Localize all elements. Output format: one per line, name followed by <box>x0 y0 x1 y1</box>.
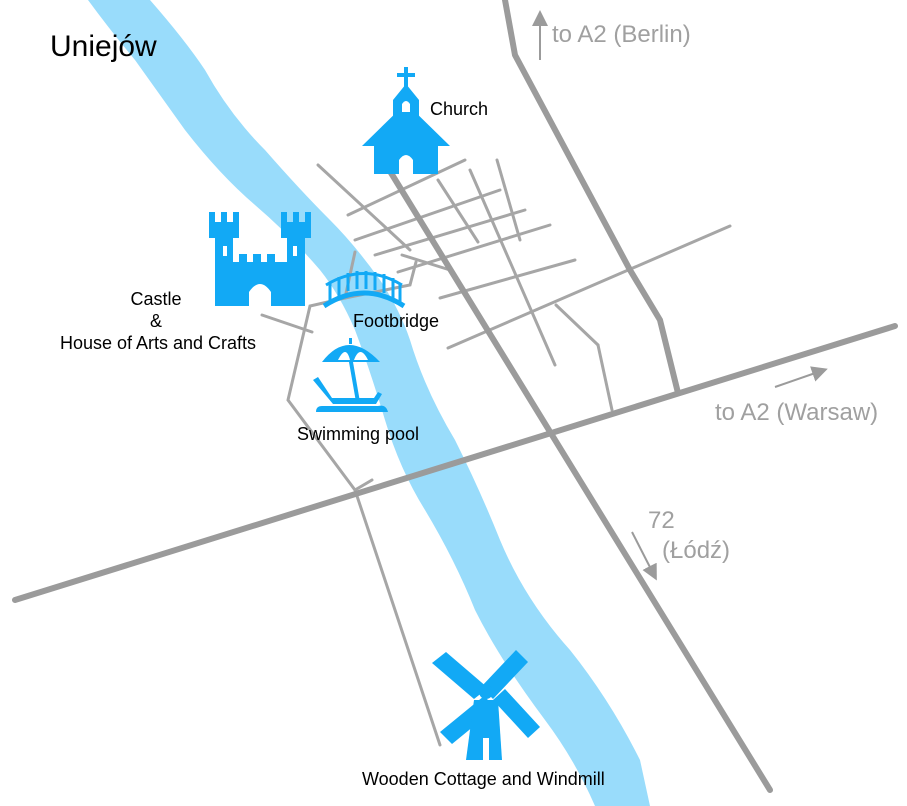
river <box>88 0 650 806</box>
map-title: Uniejów <box>50 30 157 63</box>
footbridge-icon <box>322 271 406 309</box>
house-of-arts-label: House of Arts and Crafts <box>60 333 256 353</box>
lodz-direction-label: (Łódź) <box>662 537 730 564</box>
direction-arrows <box>532 10 828 581</box>
beach-umbrella-icon <box>313 338 388 412</box>
church-label: Church <box>430 99 488 119</box>
warsaw-direction-label: to A2 (Warsaw) <box>715 399 878 426</box>
windmill-icon <box>432 650 540 760</box>
church-icon <box>362 67 450 174</box>
footbridge-label: Footbridge <box>353 311 439 331</box>
berlin-direction-label: to A2 (Berlin) <box>552 21 691 48</box>
castle-label: Castle <box>130 289 181 309</box>
major-roads <box>12 0 898 793</box>
castle-icon <box>209 212 311 306</box>
swimming-pool-label: Swimming pool <box>297 424 419 444</box>
road-72-label: 72 <box>648 507 675 534</box>
windmill-label: Wooden Cottage and Windmill <box>362 769 605 789</box>
castle-label-ampersand: & <box>150 311 162 331</box>
